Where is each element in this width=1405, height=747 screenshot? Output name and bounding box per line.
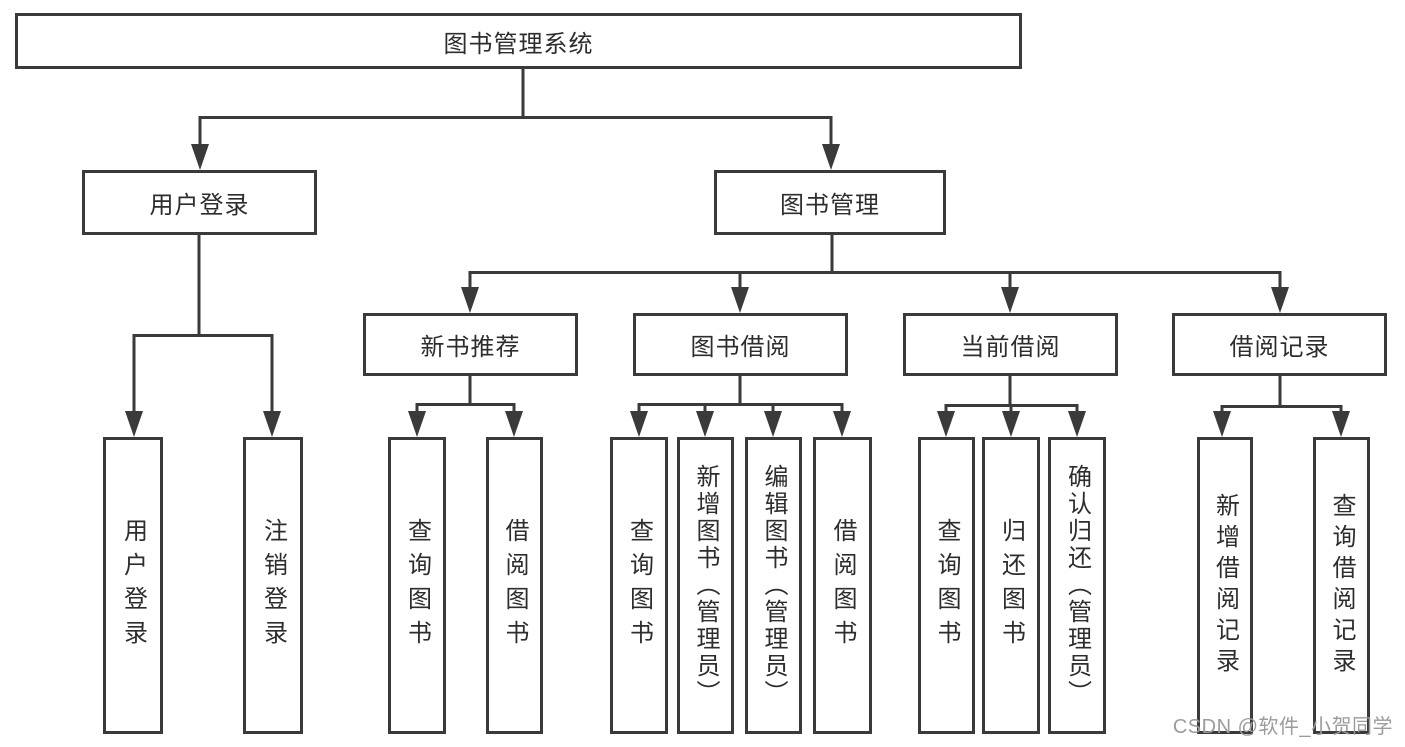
leaf-add-borrow-record: 新增借阅记录 [1197, 437, 1253, 734]
leaf-edit-book-admin: 编辑图书（管理员） [745, 437, 802, 734]
arrowhead-icon [1002, 411, 1020, 437]
node-current-borrowing: 当前借阅 [903, 313, 1118, 376]
arrowhead-icon [505, 411, 523, 437]
arrowhead-icon [696, 411, 714, 437]
leaf-user-login: 用户登录 [103, 437, 163, 734]
arrowhead-icon [630, 411, 648, 437]
leaf-query-borrow-record: 查询借阅记录 [1313, 437, 1370, 734]
arrowhead-icon [731, 287, 749, 313]
arrowhead-icon [461, 287, 479, 313]
leaf-borrow-book: 借阅图书 [813, 437, 872, 734]
leaf-query-books-borrowing: 查询图书 [610, 437, 668, 734]
leaf-return-book: 归还图书 [982, 437, 1040, 734]
arrowhead-icon [764, 411, 782, 437]
node-borrowing-records: 借阅记录 [1172, 313, 1387, 376]
arrowhead-icon [408, 411, 426, 437]
leaf-confirm-return-admin: 确认归还（管理员） [1048, 437, 1106, 734]
arrowhead-icon [263, 411, 281, 437]
arrowhead-icon [822, 144, 840, 170]
connector-arrowheads [125, 144, 1350, 437]
node-book-management: 图书管理 [714, 170, 946, 235]
node-user-login: 用户登录 [82, 170, 317, 235]
leaf-query-books-recommend: 查询图书 [388, 437, 446, 734]
arrowhead-icon [1271, 287, 1289, 313]
arrowhead-icon [1001, 287, 1019, 313]
node-book-borrowing: 图书借阅 [633, 313, 848, 376]
node-new-book-recommend: 新书推荐 [363, 313, 578, 376]
arrowhead-icon [1332, 411, 1350, 437]
leaf-logout: 注销登录 [243, 437, 303, 734]
arrowhead-icon [1068, 411, 1086, 437]
arrowhead-icon [191, 144, 209, 170]
arrowhead-icon [125, 411, 143, 437]
node-root: 图书管理系统 [15, 13, 1022, 69]
arrowhead-icon [937, 411, 955, 437]
leaf-query-books-current: 查询图书 [918, 437, 975, 734]
watermark: CSDN @软件_小贺同学 [1172, 716, 1393, 738]
leaf-borrow-book-recommend: 借阅图书 [486, 437, 543, 734]
arrowhead-icon [1213, 411, 1231, 437]
arrowhead-icon [833, 411, 851, 437]
leaf-add-book-admin: 新增图书（管理员） [677, 437, 734, 734]
